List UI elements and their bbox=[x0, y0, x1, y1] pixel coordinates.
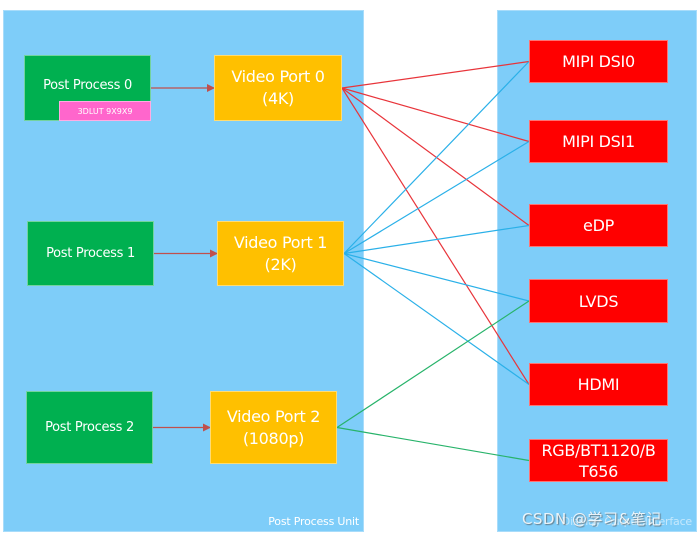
3dlut-badge: 3DLUT 9X9X9 bbox=[59, 101, 151, 121]
output-mipi-dsi1-label: MIPI DSI1 bbox=[562, 132, 635, 151]
output-hdmi-label: HDMI bbox=[577, 375, 620, 394]
post-process-1-label: Post Process 1 bbox=[46, 246, 135, 261]
output-rgb-label-line1: RGB/BT1120/B bbox=[541, 440, 656, 460]
video-port-0-title: Video Port 0 bbox=[231, 67, 325, 86]
display-output-interface-label: Display Output Interface bbox=[561, 515, 692, 528]
post-process-2-box: Post Process 2 bbox=[26, 391, 153, 464]
video-port-1-resolution: (2K) bbox=[264, 254, 297, 274]
video-port-1-box: Video Port 1 (2K) bbox=[217, 221, 344, 286]
output-hdmi-box: HDMI bbox=[529, 363, 668, 406]
output-mipi-dsi1-box: MIPI DSI1 bbox=[529, 120, 668, 163]
output-lvds-label: LVDS bbox=[578, 291, 619, 311]
output-edp-label: eDP bbox=[583, 216, 614, 235]
output-mipi-dsi0-label: MIPI DSI0 bbox=[562, 52, 635, 71]
video-port-1-title: Video Port 1 bbox=[233, 232, 328, 252]
post-process-0-label: Post Process 0 bbox=[43, 78, 132, 93]
output-lvds-box: LVDS bbox=[529, 279, 668, 323]
output-mipi-dsi0-box: MIPI DSI0 bbox=[529, 40, 668, 83]
output-edp-box: eDP bbox=[529, 204, 668, 247]
output-rgb-label-line2: T656 bbox=[578, 461, 619, 481]
post-process-unit-label: Post Process Unit bbox=[268, 515, 359, 528]
video-port-2-resolution: (1080p) bbox=[242, 428, 305, 448]
post-process-1-box: Post Process 1 bbox=[27, 221, 154, 286]
video-port-0-resolution: (4K) bbox=[262, 89, 294, 108]
csdn-watermark: CSDN @学习&笔记 bbox=[522, 510, 662, 528]
video-port-0-box: Video Port 0 (4K) bbox=[214, 55, 342, 121]
post-process-2-label: Post Process 2 bbox=[45, 420, 134, 435]
output-rgb-bt1120-bt656-box: RGB/BT1120/B T656 bbox=[529, 439, 668, 482]
video-port-2-box: Video Port 2 (1080p) bbox=[210, 391, 337, 464]
video-port-2-title: Video Port 2 bbox=[226, 406, 321, 426]
